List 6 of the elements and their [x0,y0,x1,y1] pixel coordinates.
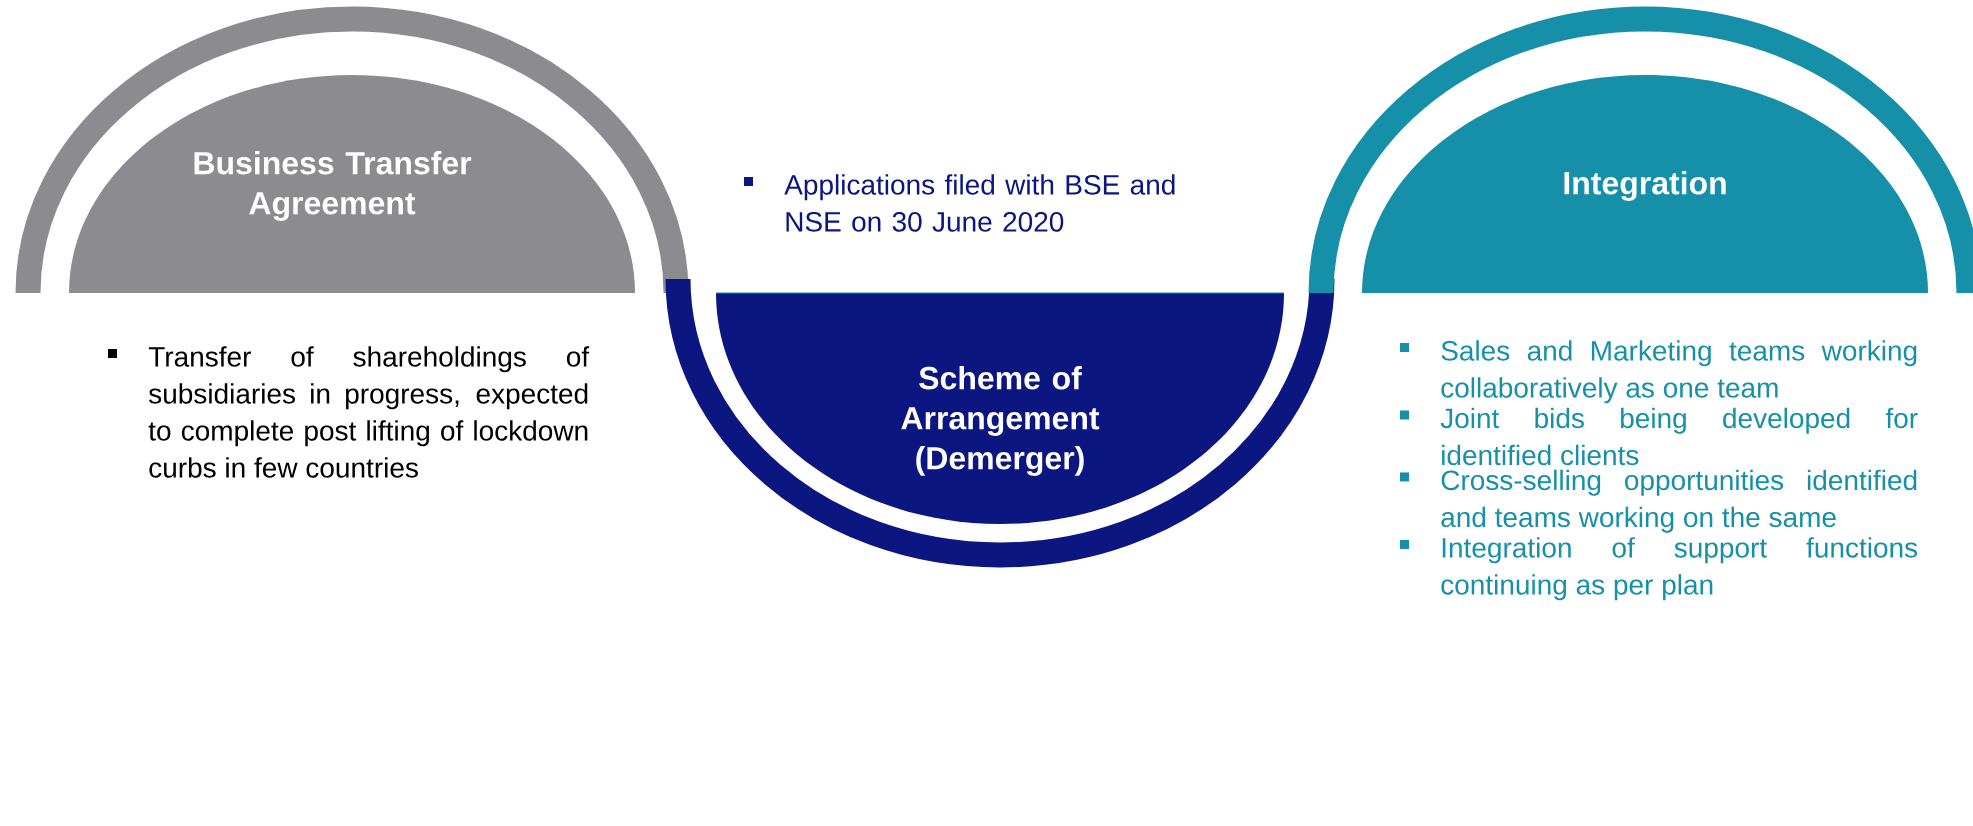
bullet-text: Cross-selling opportunities identified and teams working on the same [1441,469,1917,533]
bullet-text: Joint bids being developed for identified clients [1440,407,1918,466]
bullet-text: Sales and Marketing teams working collaboratively as one team [1441,340,1917,404]
bullet-text: Applications filed with BSE and NSE on 30 June 2020 [784,174,1175,232]
bullet-text: Integration of support functions continuing as per plan [1441,537,1918,601]
bullet-text: Transfer of shareholdings of subsidiaries in progress, expected to complete post lifting of lockdown curbs in few countries [148,346,590,478]
